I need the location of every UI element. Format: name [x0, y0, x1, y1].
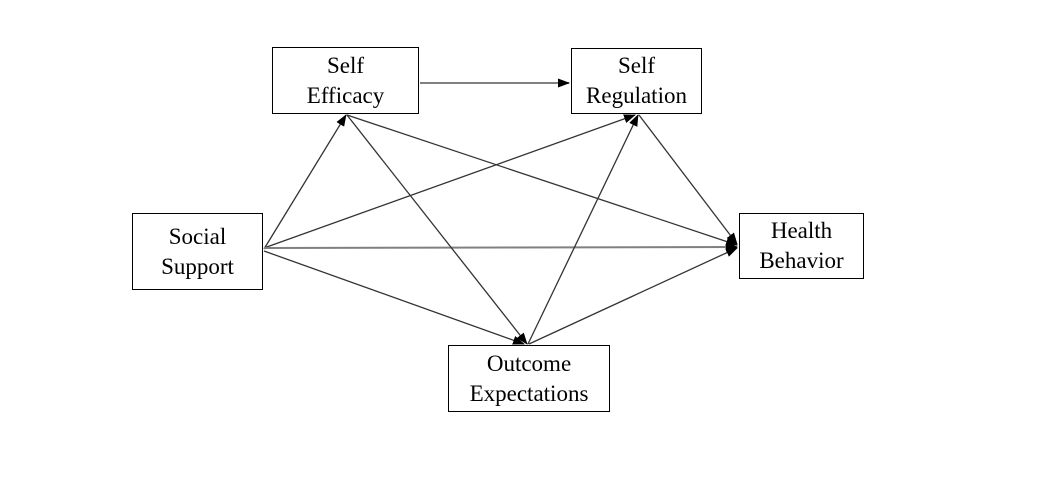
edge-social-support-to-self-regulation: [263, 114, 636, 249]
node-social-support-label: Social: [168, 223, 227, 249]
edge-outcome-expectations-to-self-regulation: [527, 114, 639, 345]
node-self-efficacy-label: Self: [326, 52, 365, 78]
edge-self-efficacy-to-health-behavior: [346, 114, 738, 246]
edge-self-regulation-to-health-behavior: [638, 114, 738, 245]
node-self-regulation-label: Regulation: [586, 83, 687, 108]
edge-self-efficacy-to-outcome-expectations: [346, 114, 528, 345]
node-self-regulation-label: Self: [617, 53, 656, 78]
edge-social-support-to-outcome-expectations: [263, 250, 525, 345]
node-health-behavior-label: Health: [770, 218, 833, 243]
edge-social-support-to-self-efficacy: [263, 114, 347, 250]
node-self-efficacy-label: Efficacy: [306, 82, 385, 108]
node-outcome-expectations-label: Expectations: [469, 380, 589, 406]
node-outcome-expectations-label: Outcome: [486, 350, 572, 376]
edge-social-support-to-health-behavior: [263, 242, 738, 252]
edge-outcome-expectations-to-health-behavior: [528, 247, 738, 345]
node-health-behavior-label: Behavior: [759, 248, 844, 273]
node-social-support-label: Support: [161, 253, 234, 279]
